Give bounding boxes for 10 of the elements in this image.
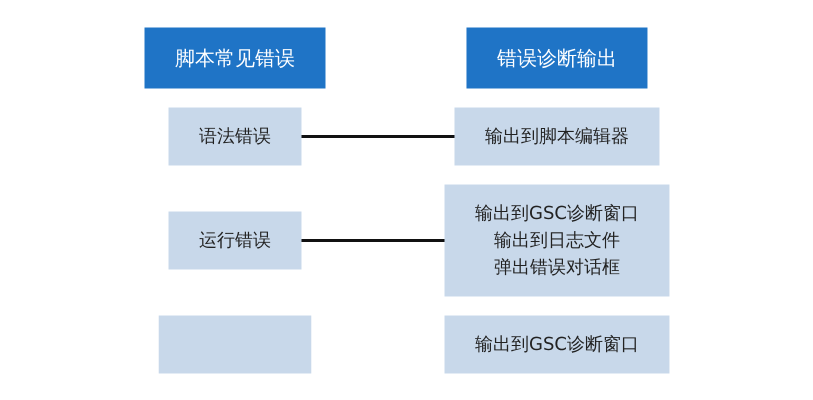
node-box: 输出到脚本编辑器 <box>454 107 659 165</box>
connector <box>300 134 454 138</box>
node-box: 输出到GSC诊断窗口 输出到日志文件 弹出错误对话框 <box>444 184 669 296</box>
node-box: 语法错误 <box>168 107 302 165</box>
connector <box>300 238 445 242</box>
node-box: 错误诊断输出 <box>466 27 647 88</box>
node-box: 运行错误 <box>168 211 302 269</box>
node-box: 输出到GSC诊断窗口 <box>444 315 669 373</box>
node-box: 脚本常见错误 <box>144 27 326 88</box>
node-box <box>158 315 311 373</box>
